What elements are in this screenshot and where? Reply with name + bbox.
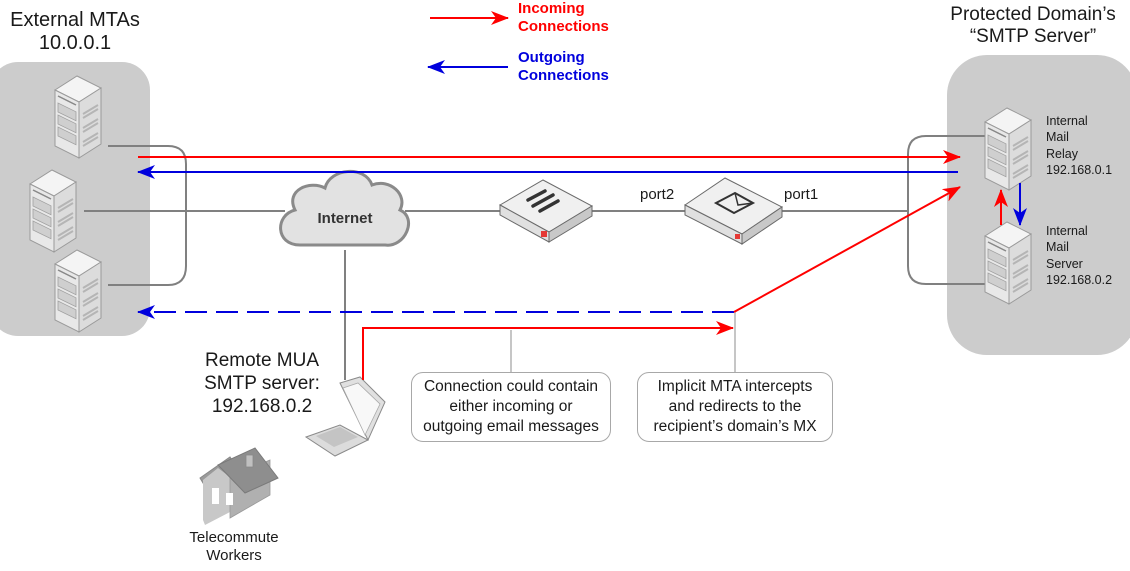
external-server-1 xyxy=(54,75,102,159)
port1-label: port1 xyxy=(784,186,819,203)
callout-connection-line1: Connection could contain xyxy=(423,378,599,395)
internet-cloud xyxy=(279,169,411,247)
telecommute-line1: Telecommute xyxy=(189,529,279,546)
fortimail-device xyxy=(684,177,783,245)
external-mtas-ip: 10.0.0.1 xyxy=(38,32,112,54)
legend-incoming-line1: Incoming xyxy=(518,0,585,17)
callout-connection-line2: either incoming or xyxy=(449,398,573,416)
mua-incoming-line xyxy=(362,321,734,380)
callout-implicit-mta: Implicit MTA intercepts and redirects to… xyxy=(637,372,833,442)
telecommute-label: Telecommute Workers xyxy=(178,529,290,565)
laptop-icon xyxy=(304,376,386,457)
mail-server-line2: Mail xyxy=(1046,240,1069,255)
remote-mua-line2: SMTP server: xyxy=(204,372,320,394)
legend-incoming-label: Incoming Connections xyxy=(518,0,609,36)
internal-mail-relay-server xyxy=(984,107,1032,191)
protected-domain-line2: “SMTP Server” xyxy=(969,25,1097,47)
legend-incoming-line2: Connections xyxy=(518,18,609,35)
remote-mua-line1: Remote MUA xyxy=(204,350,320,371)
external-server-2 xyxy=(29,169,77,253)
protected-domain-group xyxy=(947,55,1130,355)
external-mtas-label: External MTAs 10.0.0.1 xyxy=(0,9,150,55)
legend-outgoing-line1: Outgoing xyxy=(518,49,585,66)
mail-server-line1: Internal xyxy=(1046,224,1088,238)
relay-line2: Mail xyxy=(1046,130,1069,145)
relay-ip: 192.168.0.1 xyxy=(1046,162,1113,177)
mail-server-line3: Server xyxy=(1046,256,1083,271)
telecommute-line2: Workers xyxy=(206,547,262,564)
fortigate-firewall xyxy=(498,179,594,243)
mail-server-ip: 192.168.0.2 xyxy=(1046,272,1113,287)
port2-label: port2 xyxy=(640,186,675,203)
internal-mail-relay-label: Internal Mail Relay 192.168.0.1 xyxy=(1046,113,1112,178)
relay-line1: Internal xyxy=(1046,114,1088,128)
external-server-3 xyxy=(54,249,102,333)
internal-mail-server xyxy=(984,221,1032,305)
callout-implicit-line1: Implicit MTA intercepts xyxy=(657,378,813,395)
redirect-to-mx-line xyxy=(733,186,961,313)
remote-mua-ip: 192.168.0.2 xyxy=(211,395,313,417)
external-bus-wire xyxy=(108,145,187,286)
external-mtas-title: External MTAs xyxy=(10,9,140,31)
house-icon xyxy=(199,447,279,525)
envelope-icon xyxy=(713,191,756,215)
callout-implicit-line3: recipient’s domain’s MX xyxy=(653,418,817,436)
protected-domain-line1: Protected Domain’s xyxy=(950,4,1116,25)
protected-domain-label: Protected Domain’s “SMTP Server” xyxy=(938,4,1128,48)
internet-label: Internet xyxy=(317,210,373,227)
callout-connection: Connection could contain either incoming… xyxy=(411,372,611,442)
legend-outgoing-line2: Connections xyxy=(518,67,609,84)
relay-line3: Relay xyxy=(1046,146,1078,161)
internal-mail-server-label: Internal Mail Server 192.168.0.2 xyxy=(1046,223,1112,288)
remote-mua-label: Remote MUA SMTP server: 192.168.0.2 xyxy=(188,350,336,418)
callout-connection-line3: outgoing email messages xyxy=(423,418,599,436)
callout-implicit-line2: and redirects to the xyxy=(668,398,802,416)
legend-outgoing-label: Outgoing Connections xyxy=(518,49,609,85)
